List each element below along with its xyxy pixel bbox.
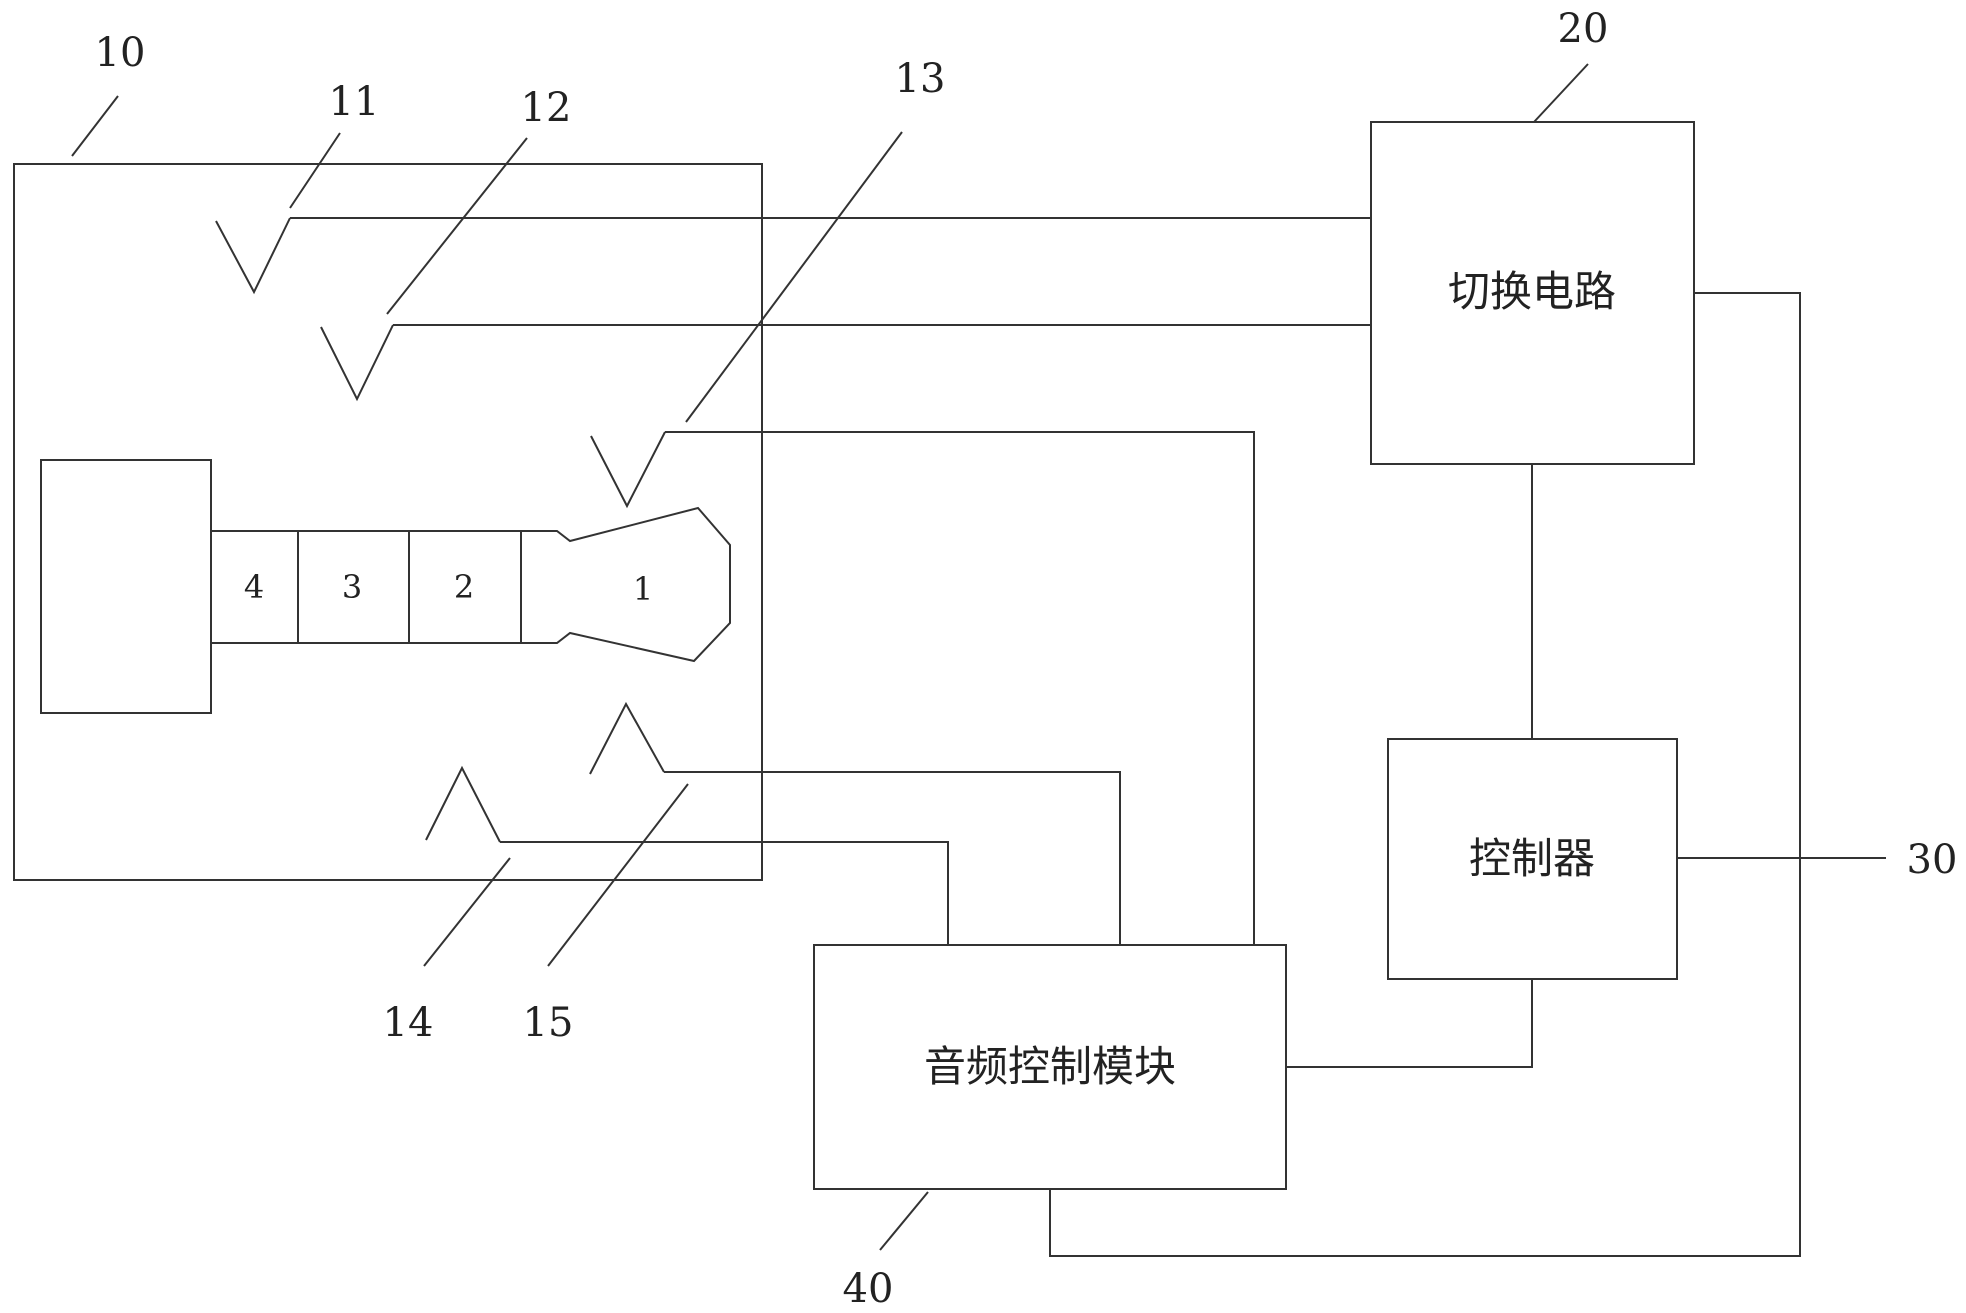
contact-13 <box>590 431 666 509</box>
ref-label-30: 30 <box>1907 837 1958 883</box>
plug-tip <box>521 506 731 663</box>
contact-14 <box>425 765 501 843</box>
ref-label-11: 11 <box>329 79 380 125</box>
plug-segment-4-label: 4 <box>244 568 264 606</box>
leader-12 <box>386 137 528 315</box>
ref-label-10: 10 <box>95 30 146 76</box>
leader-40 <box>879 1191 929 1251</box>
plug-handle <box>40 459 212 714</box>
leader-20 <box>1533 63 1589 123</box>
leader-10 <box>71 95 119 157</box>
ref-label-14: 14 <box>383 1000 434 1046</box>
ref-label-13: 13 <box>895 56 946 102</box>
controller-label: 控制器 <box>1469 834 1595 883</box>
wire-13-to-audio <box>665 431 1255 945</box>
contact-12 <box>320 324 394 402</box>
plug-segment-3-label: 3 <box>342 568 362 606</box>
jack-socket-box <box>13 163 763 881</box>
ref-label-40: 40 <box>843 1266 894 1312</box>
audio-control-module-label: 音频控制模块 <box>924 1042 1176 1091</box>
wire-14-to-audio <box>500 841 949 945</box>
leader-15 <box>547 783 689 967</box>
leader-14 <box>423 857 511 967</box>
ref-label-20: 20 <box>1558 6 1609 52</box>
leader-13 <box>685 131 903 423</box>
wire-controller-to-audio <box>1286 979 1533 1068</box>
switching-circuit-label: 切换电路 <box>1448 267 1616 316</box>
leader-11 <box>289 132 341 209</box>
wire-switch-to-audio-loop <box>1049 292 1801 1257</box>
plug-segment-2-label: 2 <box>454 568 474 606</box>
contact-15 <box>589 701 665 775</box>
plug-segment-1-label: 1 <box>633 570 653 608</box>
contact-11 <box>215 217 291 295</box>
ref-label-15: 15 <box>523 1000 574 1046</box>
wire-15-to-audio <box>664 771 1121 945</box>
plug-segment-2 <box>408 530 522 644</box>
ref-label-12: 12 <box>521 85 572 131</box>
